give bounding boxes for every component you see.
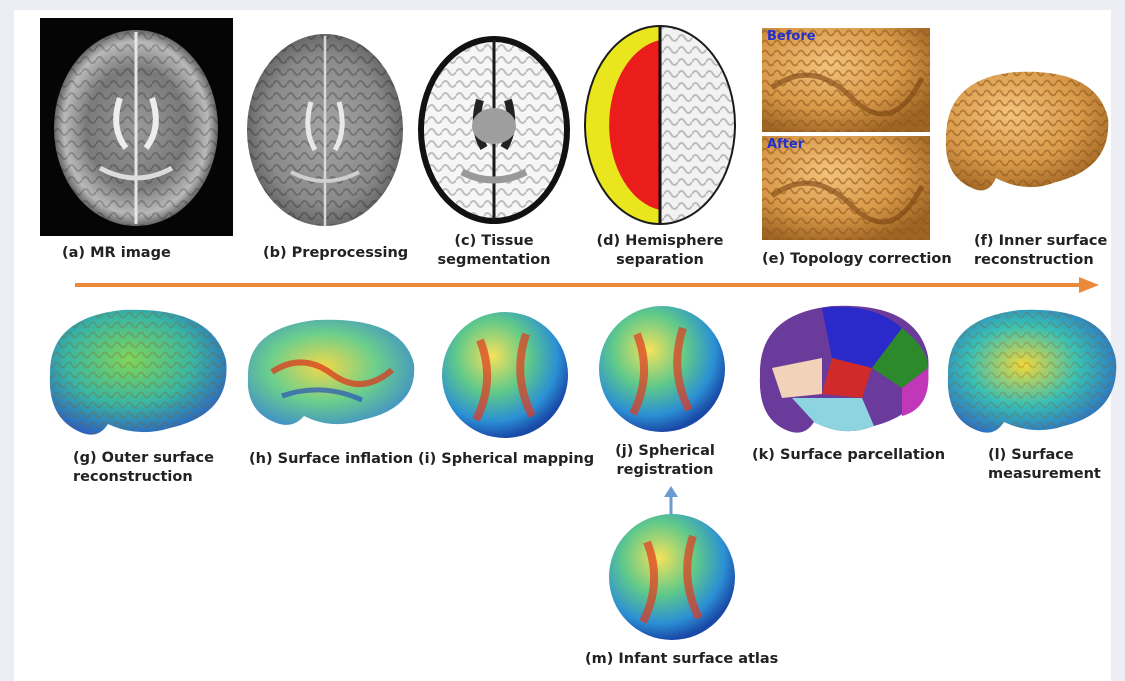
caption-d-line2: separation bbox=[580, 251, 740, 270]
caption-h: (h) Surface inflation bbox=[249, 450, 413, 469]
hemisphere-separation-panel bbox=[580, 20, 740, 230]
outer-surface-panel bbox=[42, 300, 232, 440]
caption-g-line1: (g) Outer surface bbox=[73, 449, 214, 468]
caption-d-line1: (d) Hemisphere bbox=[580, 232, 740, 251]
caption-a: (a) MR image bbox=[62, 244, 171, 263]
segmentation-image bbox=[414, 30, 574, 230]
spherical-mapping-panel bbox=[440, 310, 570, 440]
caption-l: (l) Surface measurement bbox=[988, 446, 1101, 484]
registered-sphere-image bbox=[597, 304, 727, 434]
after-label: After bbox=[767, 137, 804, 152]
preprocessing-panel bbox=[245, 30, 405, 230]
caption-e: (e) Topology correction bbox=[762, 250, 952, 269]
caption-f-line1: (f) Inner surface bbox=[974, 232, 1107, 251]
before-label: Before bbox=[767, 29, 816, 44]
inner-surface-image bbox=[936, 58, 1116, 198]
caption-c-line1: (c) Tissue bbox=[414, 232, 574, 251]
inner-surface-panel bbox=[936, 58, 1116, 198]
caption-j-line1: (j) Spherical bbox=[590, 442, 740, 461]
caption-m: (m) Infant surface atlas bbox=[585, 650, 778, 669]
caption-k: (k) Surface parcellation bbox=[752, 446, 945, 465]
mr-image bbox=[40, 18, 233, 236]
caption-j-line2: registration bbox=[590, 461, 740, 480]
pipeline-arrow bbox=[75, 275, 1100, 295]
surface-inflation-panel bbox=[242, 312, 418, 432]
outer-surface-image bbox=[42, 300, 232, 440]
caption-l-line2: measurement bbox=[988, 465, 1101, 484]
hemisphere-image bbox=[580, 20, 740, 230]
caption-b: (b) Preprocessing bbox=[263, 244, 408, 263]
parcellation-image bbox=[752, 298, 934, 440]
spherical-map-image bbox=[440, 310, 570, 440]
caption-i: (i) Spherical mapping bbox=[418, 450, 594, 469]
left-border bbox=[0, 0, 14, 681]
surface-atlas-panel bbox=[607, 512, 737, 642]
caption-l-line1: (l) Surface bbox=[988, 446, 1101, 465]
caption-c-line2: segmentation bbox=[414, 251, 574, 270]
mr-image-panel bbox=[40, 18, 233, 236]
atlas-arrow bbox=[661, 485, 681, 515]
preprocessed-image bbox=[245, 30, 405, 230]
surface-parcellation-panel bbox=[752, 298, 934, 440]
atlas-sphere-image bbox=[607, 512, 737, 642]
caption-f-line2: reconstruction bbox=[974, 251, 1107, 270]
spherical-registration-panel bbox=[597, 304, 727, 434]
caption-f: (f) Inner surface reconstruction bbox=[974, 232, 1107, 270]
surface-measurement-panel bbox=[940, 300, 1120, 440]
inflated-surface-image bbox=[242, 312, 418, 432]
caption-j: (j) Spherical registration bbox=[590, 442, 740, 480]
tissue-segmentation-panel bbox=[414, 30, 574, 230]
measurement-image bbox=[940, 300, 1120, 440]
caption-g-line2: reconstruction bbox=[73, 468, 214, 487]
caption-c: (c) Tissue segmentation bbox=[414, 232, 574, 270]
caption-g: (g) Outer surface reconstruction bbox=[73, 449, 214, 487]
top-border bbox=[0, 0, 1125, 10]
caption-d: (d) Hemisphere separation bbox=[580, 232, 740, 270]
